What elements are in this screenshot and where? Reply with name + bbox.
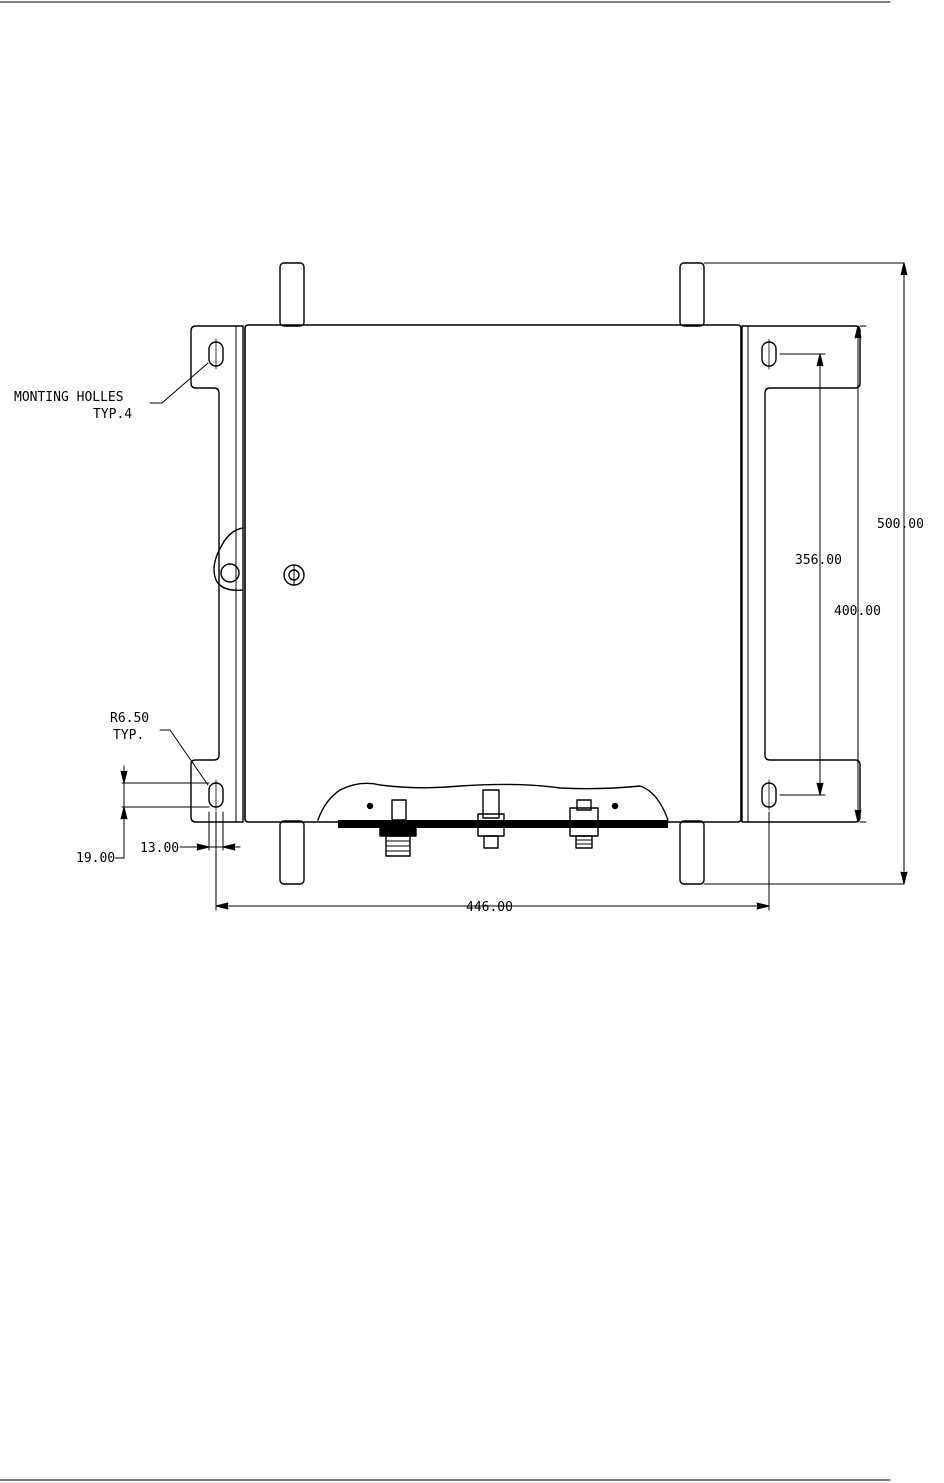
label-mounting-holes-typ: TYP.4 [93, 407, 132, 422]
rail-top-right [680, 263, 704, 326]
rail-top-left [280, 263, 304, 326]
label-dim-400: 400.00 [834, 604, 881, 619]
dimension-lines [115, 263, 907, 910]
rail-bottom-left [280, 821, 304, 884]
dimension-labels: MONTING HOLLES TYP.4 R6.50 TYP. 19.00 13… [14, 390, 924, 915]
enclosure-body [245, 325, 741, 822]
label-radius: R6.50 [110, 711, 149, 726]
lock [284, 565, 304, 585]
rail-bottom-right [680, 821, 704, 884]
mounting-rails [280, 263, 904, 884]
label-dim-356: 356.00 [795, 553, 842, 568]
right-bracket [742, 326, 860, 822]
gland-plate [318, 783, 668, 856]
label-dim-13: 13.00 [140, 841, 179, 856]
label-mounting-holes: MONTING HOLLES [14, 390, 124, 405]
label-dim-19: 19.00 [76, 851, 115, 866]
left-bracket [191, 326, 243, 822]
label-dim-446: 446.00 [466, 900, 513, 915]
label-radius-typ: TYP. [113, 728, 144, 743]
label-dim-500: 500.00 [877, 517, 924, 532]
